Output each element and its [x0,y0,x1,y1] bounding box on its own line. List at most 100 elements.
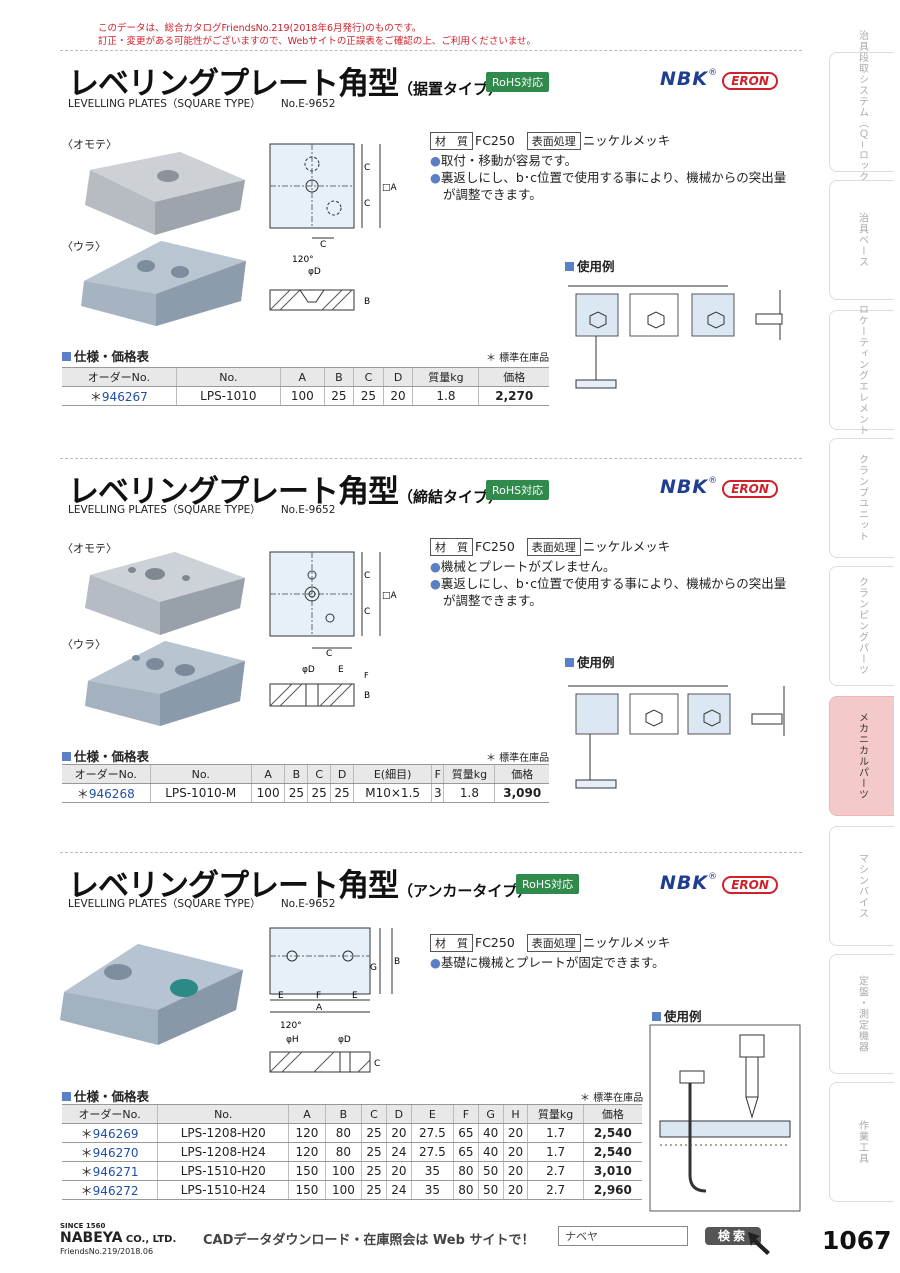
table-header-cell: E [410,1104,454,1124]
category-tab-label: ロケーティングエレメント [856,304,868,436]
section1-front-photo [85,152,245,235]
table-header-cell: A [288,1104,326,1124]
section2-usage-label: 使用例 [565,652,615,671]
table-header-cell: E(細目) [352,764,432,784]
eron-logo: ERON [722,72,778,90]
category-tab-label: マシンバイス [856,853,868,919]
section1-divider [60,458,802,459]
table-cell: 35 [410,1161,454,1181]
table-cell: 24 [385,1180,412,1200]
category-tab-4[interactable]: クランプユニット [829,438,894,558]
stock-star: ＊ [80,1164,93,1179]
category-tab-7[interactable]: マシンバイス [829,826,894,946]
top-divider [60,50,802,51]
catalog-notice: このデータは、総合カタログFriendsNo.219(2018年6月発行)のもの… [98,22,536,48]
d1-angle-label: 120° [292,255,314,265]
section3-rohs-badge: RoHS対応 [516,874,580,894]
table-cell: 24 [385,1142,412,1162]
section2-divider [60,852,802,853]
category-tab-8[interactable]: 定盤・測定機器 [829,954,894,1074]
stock-star: ＊ [80,1126,93,1141]
category-tab-2[interactable]: 治具ベース [829,180,894,300]
d3-e-label-1: E [278,991,284,1001]
table-cell: 65 [452,1123,479,1143]
section1-usage-label: 使用例 [565,256,615,275]
d2-phid-label: φD [302,665,315,675]
table-cell: 2.7 [527,1180,584,1200]
table-cell: LPS-1510-H20 [157,1161,289,1181]
section1-title: レベリングプレート角型（据置タイプ） [68,66,504,102]
nbk-logo: NBK [660,476,709,498]
table-cell: 20 [502,1161,528,1181]
table-cell: 20 [385,1161,412,1181]
section1-brand-logos: NBK® ERON [660,68,778,90]
section3-stock-note: ＊ 標準在庫品 [580,1093,644,1104]
d2-e-label: E [338,665,344,675]
category-tab-9[interactable]: 作業工具 [829,1082,894,1202]
d3-f-label: F [316,991,321,1001]
category-tab-label: クランプユニット [856,454,868,542]
table-header-cell: C [361,1104,387,1124]
section1-bullets: ●取付・移動が容易です。 ●裏返しにし、b･c位置で使用する事により、機械からの… [430,153,787,202]
order-number: 946271 [92,1164,139,1179]
section2-rohs-badge: RoHS対応 [486,480,550,500]
d1-c-label-2: C [364,199,370,209]
table-header-cell: No. [157,1104,289,1124]
table-header-cell: D [385,1104,412,1124]
table-header-cell: G [477,1104,504,1124]
order-number-cell: ＊946268 [62,783,151,803]
section1-back-photo [81,241,246,326]
section2-bullets: ●機械とプレートがズレません。 ●裏返しにし、b･c位置で使用する事により、機械… [430,559,787,608]
d2-b-label: B [364,691,370,701]
d3-e-label-2: E [352,991,358,1001]
page-number: 1067 [822,1226,892,1255]
table-header-cell: 価格 [478,367,549,387]
table-cell: 65 [452,1142,479,1162]
category-tab-1[interactable]: 治具段取システム（Ｑ−ロック） [829,30,894,194]
notice-line-2: 訂正・変更がある可能性がございますので、Webサイトの正誤表をご確認の上、ご利用… [98,36,537,47]
search-button[interactable]: 検索 [705,1227,761,1245]
table-cell: 25 [284,783,308,803]
table-cell: 80 [324,1123,362,1143]
footer-catalog-ref: FriendsNo.219/2018.06 [60,1247,154,1256]
category-tab-label: クランピングパーツ [856,576,868,676]
table-cell: 25 [361,1161,387,1181]
category-tab-label: 治具ベース [856,212,868,268]
order-number-cell: ＊946270 [62,1142,158,1162]
stock-star: ＊ [80,1145,93,1160]
table-cell: 25 [361,1142,387,1162]
d2-c-bottom-label: C [326,649,332,659]
table-header-cell: オーダーNo. [62,367,177,387]
section1-spec-header: 仕様・価格表 [62,346,149,365]
table-cell: 20 [382,386,413,406]
table-cell: 50 [477,1161,504,1181]
section2-en-title: LEVELLING PLATES（SQUARE TYPE） No.E-9652 [68,504,336,516]
table-cell: LPS-1208-H24 [157,1142,289,1162]
d1-c-bottom-label: C [320,240,326,250]
table-cell: 1.8 [412,386,479,406]
table-header-cell: A [280,367,325,387]
category-tab-3[interactable]: ロケーティングエレメント [829,304,894,436]
search-input[interactable]: ナベヤ [558,1226,688,1246]
table-cell: 25 [353,386,384,406]
table-cell: 25 [330,783,354,803]
table-cell: LPS-1510-H24 [157,1180,289,1200]
category-tab-6[interactable]: メカニカルパーツ [829,696,894,816]
price-cell: 3,010 [582,1161,642,1181]
price-cell: 2,270 [478,386,549,406]
section3-usage-label: 使用例 [652,1006,702,1025]
table-cell: 2.7 [527,1161,584,1181]
eron-logo: ERON [722,480,778,498]
section2-stock-note: ＊ 標準在庫品 [486,753,550,764]
order-number: 946267 [101,389,148,404]
category-tab-5[interactable]: クランピングパーツ [829,566,894,686]
table-header-cell: 質量kg [443,764,495,784]
price-cell: 2,540 [582,1123,642,1143]
category-tab-label: 治具段取システム（Ｑ−ロック） [856,30,868,194]
